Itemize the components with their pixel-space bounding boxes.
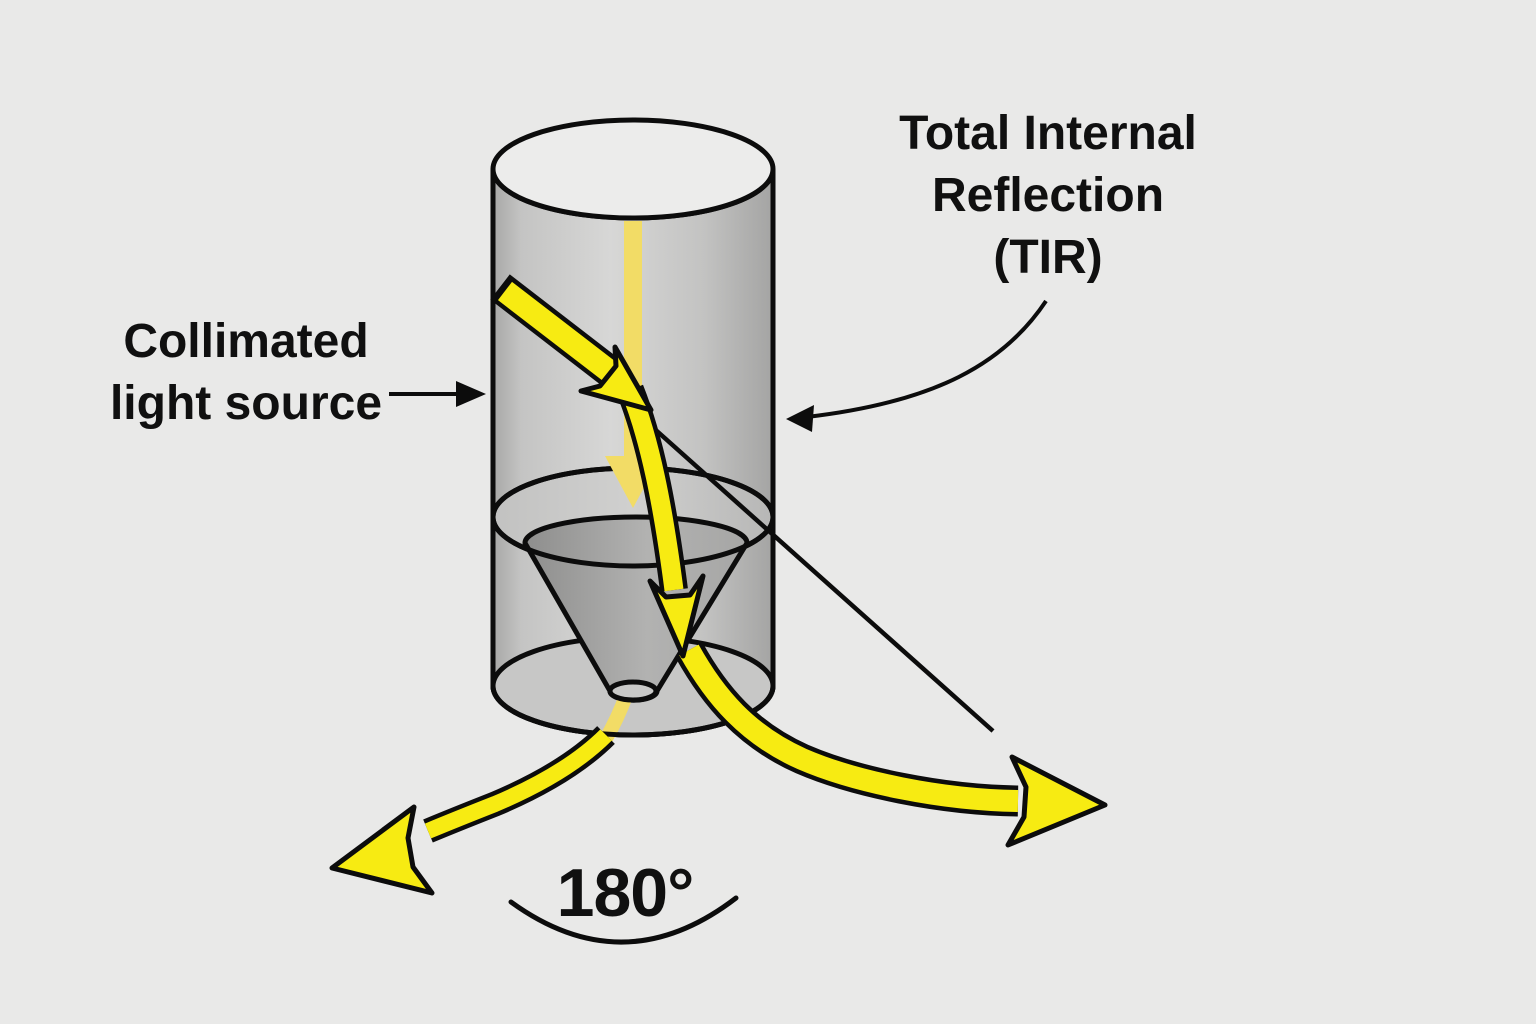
collimated-light-source-label: Collimated light source bbox=[110, 315, 486, 430]
collimated-label-line2: light source bbox=[110, 377, 382, 430]
exit-beam-left-arrowhead-icon bbox=[332, 807, 432, 893]
tir-label-line2: Reflection bbox=[932, 169, 1164, 222]
collimated-label-line1: Collimated bbox=[123, 315, 368, 368]
cone-tip-aperture bbox=[610, 682, 656, 700]
angle-annotation: 180° bbox=[511, 855, 736, 942]
cylinder-top-face bbox=[493, 120, 773, 218]
tir-label-line3: (TIR) bbox=[993, 231, 1102, 284]
collimated-pointer-arrow-icon bbox=[389, 381, 486, 407]
tir-label-line1: Total Internal bbox=[899, 107, 1197, 160]
tir-pointer-curve-icon bbox=[786, 301, 1046, 432]
angle-value: 180° bbox=[557, 855, 694, 931]
tir-label: Total Internal Reflection (TIR) bbox=[786, 107, 1197, 432]
exit-beam-right-arrowhead-icon bbox=[1008, 757, 1105, 845]
